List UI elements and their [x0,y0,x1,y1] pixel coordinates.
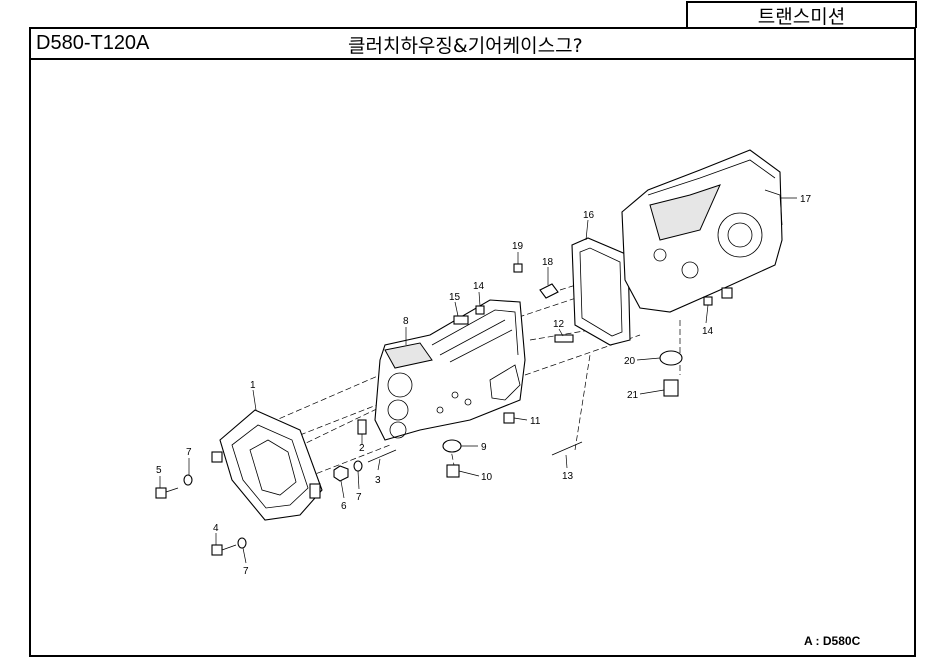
nut-14c [721,287,733,299]
callout-9: 9 [481,442,487,453]
callout-18: 18 [542,257,554,268]
cover-18 [539,283,559,299]
plug-21 [663,379,679,397]
washer-7a [183,474,193,486]
part-gasket-frame [571,237,631,346]
model-code: D580-T120A [36,32,150,54]
callout-17: 17 [800,194,812,205]
callout-8: 8 [403,316,409,327]
plug-11 [503,412,515,424]
nut-6 [333,465,349,482]
callout-labels: 1 2 3 4 5 6 7 7 7 8 9 10 11 12 13 14 14 … [156,194,812,577]
washer-9 [442,439,462,453]
callout-20: 20 [624,356,636,367]
callout-15: 15 [449,292,461,303]
callout-2: 2 [359,443,365,454]
plug-10 [446,464,460,478]
part-gear-case-rear [621,149,783,313]
header-row [29,27,916,60]
callout-14b: 14 [702,326,714,337]
drawing-frame [29,27,916,657]
callout-14a: 14 [473,281,485,292]
bolt-5 [155,487,167,499]
part-clutch-housing [211,409,323,521]
part-gear-case-front [374,299,526,441]
callout-12: 12 [553,319,565,330]
callout-4: 4 [213,523,219,534]
leader-lines [159,197,797,564]
callout-7b: 7 [356,492,362,503]
callout-10: 10 [481,472,493,483]
screw-19 [513,263,523,273]
callout-13: 13 [562,471,574,482]
section-tab: 트랜스미션 [686,1,917,28]
pin-12 [554,334,574,343]
part-title: 클러치하우징&기어케이스그? [348,35,583,57]
washer-7b [237,537,247,549]
callout-1: 1 [250,380,256,391]
nut-14a [475,305,485,315]
callout-3: 3 [375,475,381,486]
bolt-4 [211,544,223,556]
callout-19: 19 [512,241,524,252]
callout-16: 16 [583,210,595,221]
nut-14b [703,296,713,306]
pin-2 [357,419,367,435]
washer-20 [659,350,683,366]
callout-7c: 7 [243,566,249,577]
variant-footnote: A : D580C [804,634,861,648]
washer-7c [353,460,363,472]
callout-7a: 7 [186,447,192,458]
callout-21: 21 [627,390,639,401]
callout-6: 6 [341,501,347,512]
small-parts [155,263,733,556]
callout-11: 11 [530,416,541,427]
pin-15 [453,315,469,325]
callout-5: 5 [156,465,162,476]
